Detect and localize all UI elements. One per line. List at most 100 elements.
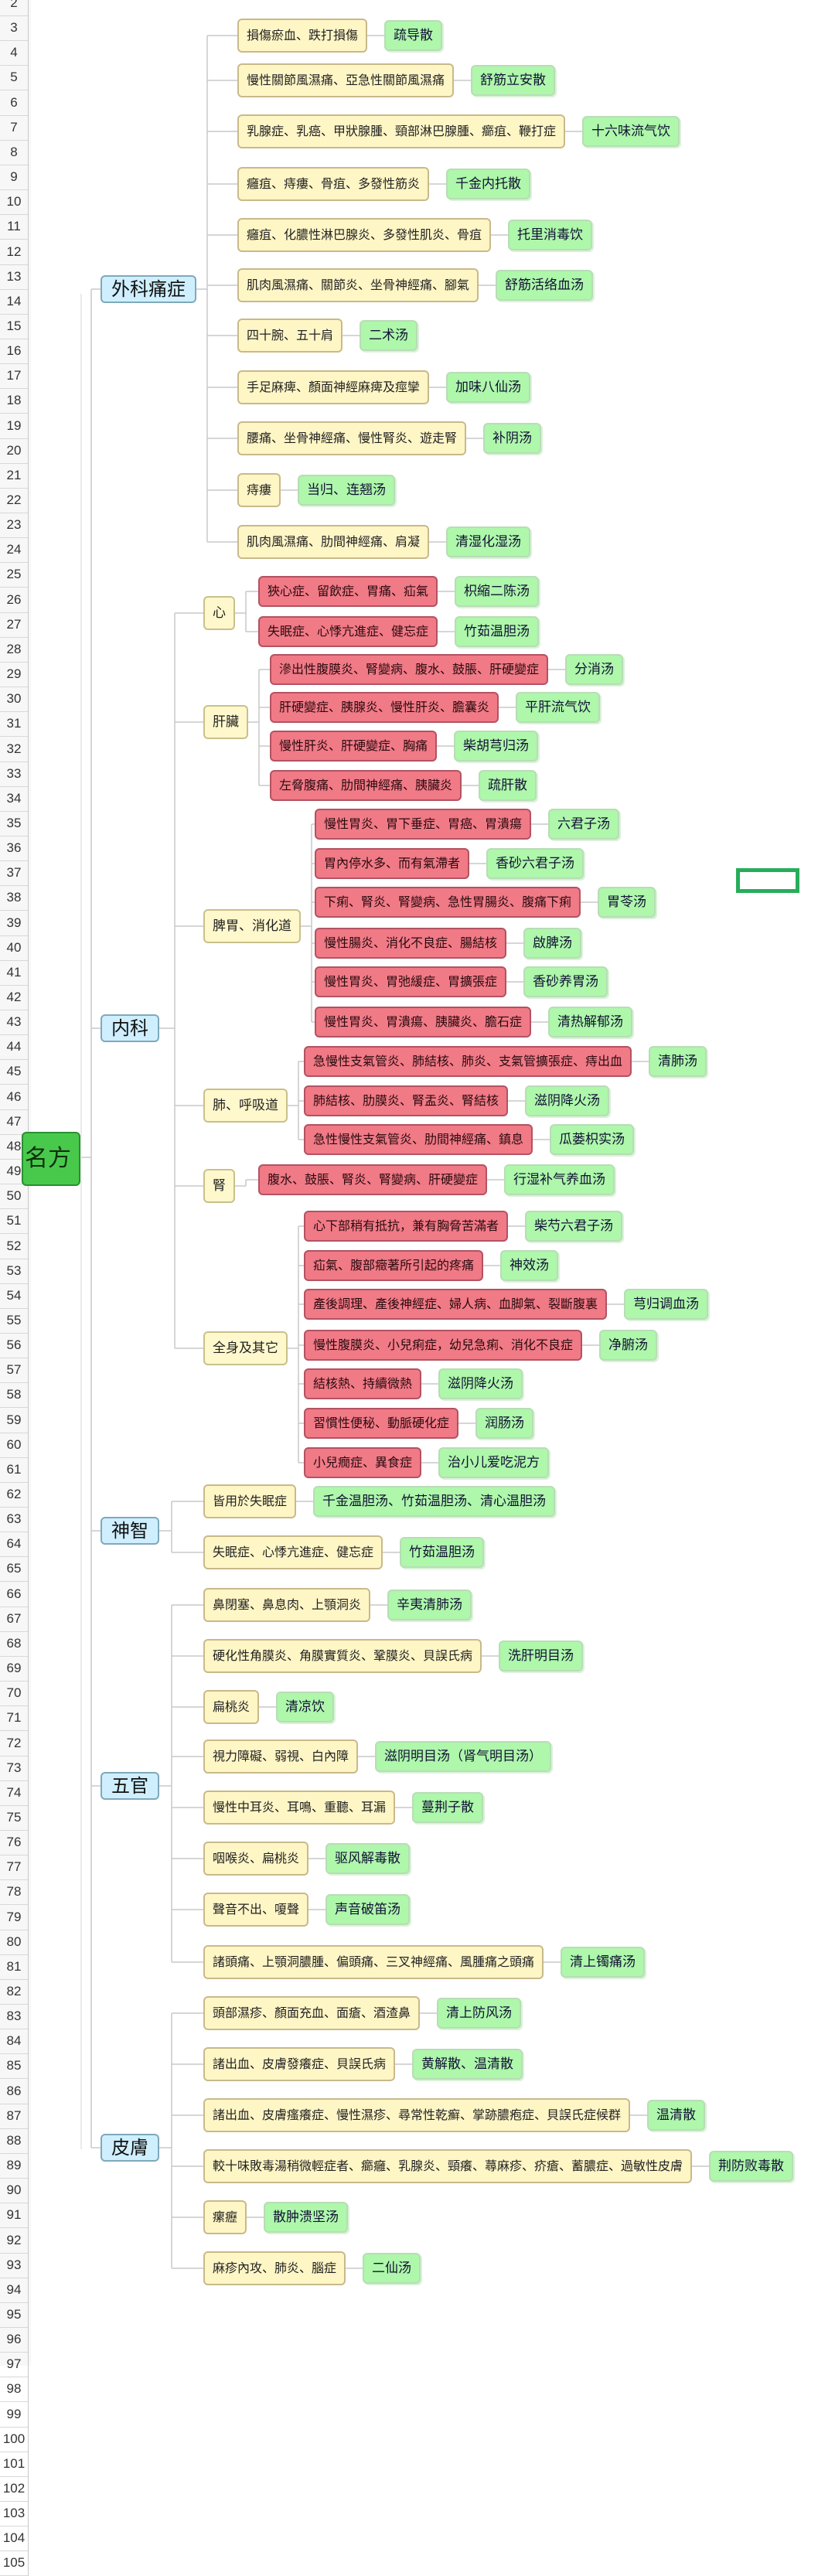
condition-node[interactable]: 諸出血、皮膚發癢症、貝誤氏病 (203, 2047, 396, 2081)
condition-node[interactable]: 結核熱、持續微熱 (304, 1368, 422, 1399)
category-neike[interactable]: 内科 (101, 1014, 159, 1042)
condition-node[interactable]: 癰疽、化膿性淋巴腺炎、多發性肌炎、骨疽 (237, 218, 492, 252)
remedy-node[interactable]: 治小儿爱吃泥方 (438, 1447, 549, 1478)
condition-node[interactable]: 皆用於失眠症 (203, 1484, 297, 1518)
remedy-node[interactable]: 行湿补气养血汤 (504, 1164, 615, 1195)
condition-node[interactable]: 失眠症、心悸亢進症、健忘症 (258, 616, 438, 647)
condition-node[interactable]: 疝氣、腹部癥著所引起的疼痛 (304, 1250, 484, 1281)
condition-node[interactable]: 下痢、腎炎、腎變病、急性胃腸炎、腹痛下痢 (315, 887, 581, 918)
remedy-node[interactable]: 洗肝明目汤 (499, 1641, 583, 1671)
condition-node[interactable]: 腹水、鼓脹、腎炎、腎變病、肝硬變症 (258, 1164, 488, 1195)
condition-node[interactable]: 慢性胃炎、胃下垂症、胃癌、胃潰瘍 (315, 809, 532, 840)
remedy-node[interactable]: 疏导散 (384, 20, 442, 51)
remedy-node[interactable]: 千金温胆汤、竹茹温胆汤、清心温胆汤 (313, 1486, 555, 1517)
remedy-node[interactable]: 平肝流气饮 (516, 692, 600, 723)
condition-node[interactable]: 左脅腹痛、肋間神經痛、胰臟炎 (270, 770, 462, 801)
condition-node[interactable]: 失眠症、心悸亢進症、健忘症 (203, 1535, 383, 1569)
condition-node[interactable]: 較十味敗毒湯稍微輕症者、癤癰、乳腺炎、頸癢、蕁麻疹、疥瘡、蓄膿症、過敏性皮膚 (203, 2149, 693, 2183)
remedy-node[interactable]: 六君子汤 (548, 809, 619, 840)
condition-node[interactable]: 損傷瘀血、跌打損傷 (237, 19, 368, 53)
condition-node[interactable]: 急慢性支氣管炎、肺結核、肺炎、支氣管擴張症、痔出血 (304, 1046, 632, 1077)
condition-node[interactable]: 腰痛、坐骨神經痛、慢性腎炎、遊走腎 (237, 421, 467, 455)
remedy-node[interactable]: 滋阴降火汤 (438, 1368, 523, 1399)
condition-node[interactable]: 慢性腸炎、消化不良症、腸結核 (315, 928, 507, 959)
condition-node[interactable]: 習慣性便秘、動脈硬化症 (304, 1408, 459, 1439)
remedy-node[interactable]: 疏肝散 (479, 770, 537, 801)
condition-node[interactable]: 胃內停水多、而有氣滯者 (315, 848, 470, 879)
category-pifu[interactable]: 皮膚 (101, 2134, 159, 2162)
remedy-node[interactable]: 清肺汤 (649, 1046, 707, 1077)
condition-node[interactable]: 四十腕、五十肩 (237, 319, 343, 353)
condition-node[interactable]: 諸出血、皮膚瘙癢症、慢性濕疹、尋常性乾癬、掌跡膿疱症、貝誤氏症候群 (203, 2098, 631, 2132)
remedy-node[interactable]: 啟脾汤 (523, 928, 581, 959)
remedy-node[interactable]: 二术汤 (360, 320, 418, 351)
remedy-node[interactable]: 加味八仙汤 (446, 372, 530, 403)
remedy-node[interactable]: 二仙汤 (363, 2253, 421, 2284)
condition-node[interactable]: 咽喉炎、扁桃炎 (203, 1842, 309, 1876)
remedy-node[interactable]: 黄解散、温清散 (412, 2049, 523, 2080)
subgroup-node[interactable]: 腎 (203, 1169, 235, 1203)
remedy-node[interactable]: 竹茹温胆汤 (455, 616, 539, 647)
condition-node[interactable]: 肝硬變症、胰腺炎、慢性肝炎、膽囊炎 (270, 692, 499, 723)
category-wuguan[interactable]: 五官 (101, 1772, 159, 1800)
remedy-node[interactable]: 分消汤 (565, 654, 623, 685)
remedy-node[interactable]: 温清散 (647, 2100, 705, 2131)
remedy-node[interactable]: 补阴汤 (483, 423, 541, 454)
remedy-node[interactable]: 托里消毒饮 (508, 220, 592, 250)
remedy-node[interactable]: 滋阴降火汤 (525, 1085, 609, 1116)
remedy-node[interactable]: 枳縮二陈汤 (455, 576, 539, 607)
condition-node[interactable]: 產後調理、產後神經症、婦人病、血脚氣、裂斷腹裏 (304, 1289, 608, 1320)
condition-node[interactable]: 心下部稍有抵抗，兼有胸脅苦滿者 (304, 1211, 509, 1242)
remedy-node[interactable]: 舒筋立安散 (471, 65, 555, 96)
remedy-node[interactable]: 驱风解毒散 (325, 1843, 410, 1874)
condition-node[interactable]: 癰疽、痔瘻、骨疽、多發性筋炎 (237, 167, 430, 201)
condition-node[interactable]: 滲出性腹膜炎、腎變病、腹水、鼓脹、肝硬變症 (270, 654, 549, 685)
subgroup-node[interactable]: 心 (203, 596, 235, 630)
remedy-node[interactable]: 舒筋活络血汤 (496, 270, 593, 301)
condition-node[interactable]: 諸頭痛、上顎洞膿腫、偏頭痛、三叉神經痛、風腫痛之頭痛 (203, 1945, 544, 1979)
remedy-node[interactable]: 清湿化湿汤 (446, 526, 530, 557)
subgroup-node[interactable]: 脾胃、消化道 (203, 909, 301, 943)
remedy-node[interactable]: 散肿溃坚汤 (264, 2202, 348, 2233)
remedy-node[interactable]: 声音破笛汤 (325, 1894, 410, 1925)
remedy-node[interactable]: 净腑汤 (599, 1330, 657, 1361)
condition-node[interactable]: 慢性關節風濕痛、亞急性關節風濕痛 (237, 63, 455, 97)
condition-node[interactable]: 頭部濕疹、顏面充血、面瘡、酒渣鼻 (203, 1996, 421, 2030)
condition-node[interactable]: 扁桃炎 (203, 1690, 260, 1724)
remedy-node[interactable]: 竹茹温胆汤 (400, 1537, 484, 1568)
condition-node[interactable]: 小兒癇症、異食症 (304, 1447, 422, 1478)
condition-node[interactable]: 痔瘻 (237, 473, 281, 507)
condition-node[interactable]: 狹心症、留飲症、胃痛、疝氣 (258, 576, 438, 607)
category-shenzhi[interactable]: 神智 (101, 1517, 159, 1545)
remedy-node[interactable]: 香砂养胃汤 (523, 966, 608, 997)
condition-node[interactable]: 慢性肝炎、肝硬變症、胸痛 (270, 731, 438, 762)
remedy-node[interactable]: 清热解郁汤 (548, 1007, 632, 1038)
remedy-node[interactable]: 芎归调血汤 (624, 1289, 708, 1320)
subgroup-node[interactable]: 全身及其它 (203, 1331, 288, 1365)
remedy-node[interactable]: 神效汤 (500, 1250, 558, 1281)
condition-node[interactable]: 肺結核、肋膜炎、腎盂炎、腎結核 (304, 1085, 509, 1116)
root-node[interactable]: 名方 (22, 1132, 80, 1186)
remedy-node[interactable]: 柴胡芎归汤 (454, 731, 538, 762)
subgroup-node[interactable]: 肝臟 (203, 705, 248, 739)
subgroup-node[interactable]: 肺、呼吸道 (203, 1089, 288, 1123)
condition-node[interactable]: 慢性腹膜炎、小兒痢症，幼兒急痢、消化不良症 (304, 1330, 583, 1361)
remedy-node[interactable]: 十六味流气饮 (582, 116, 680, 147)
condition-node[interactable]: 麻疹內攻、肺炎、腦症 (203, 2251, 346, 2285)
condition-node[interactable]: 肌肉風濕痛、肋間神經痛、肩凝 (237, 525, 430, 559)
condition-node[interactable]: 手足麻痺、顏面神經麻痺及痙攣 (237, 370, 430, 404)
remedy-node[interactable]: 当归、连翘汤 (298, 475, 395, 506)
condition-node[interactable]: 瘰癧 (203, 2200, 247, 2234)
remedy-node[interactable]: 清上防风汤 (437, 1998, 521, 2029)
remedy-node[interactable]: 滋阴明目汤（肾气明目汤） (375, 1741, 551, 1772)
remedy-node[interactable]: 柴芍六君子汤 (525, 1211, 622, 1242)
condition-node[interactable]: 硬化性角膜炎、角膜實質炎、鞏膜炎、貝誤氏病 (203, 1639, 482, 1673)
category-waike[interactable]: 外科痛症 (101, 275, 196, 303)
remedy-node[interactable]: 辛夷清肺汤 (387, 1590, 472, 1620)
remedy-node[interactable]: 瓜蒌枳实汤 (550, 1124, 634, 1155)
condition-node[interactable]: 聲音不出、嗄聲 (203, 1893, 309, 1927)
remedy-node[interactable]: 香砂六君子汤 (486, 848, 584, 879)
condition-node[interactable]: 慢性胃炎、胃潰瘍、胰臟炎、膽石症 (315, 1007, 532, 1038)
remedy-node[interactable]: 清上镯痛汤 (561, 1947, 645, 1978)
remedy-node[interactable]: 胃苓汤 (598, 887, 656, 918)
